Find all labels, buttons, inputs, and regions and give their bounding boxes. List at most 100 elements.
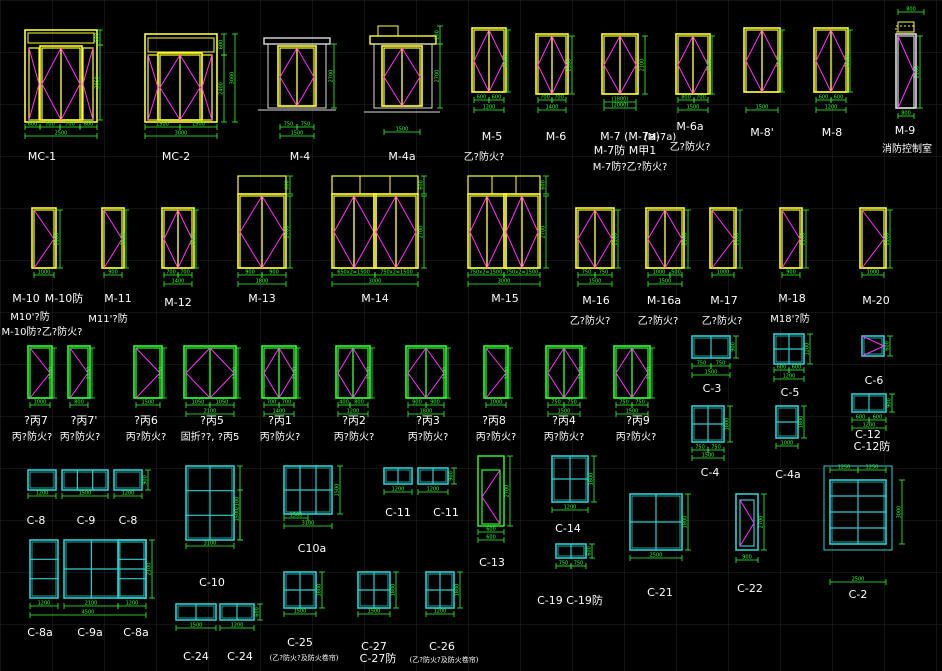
dim-text: 2100 [505, 367, 511, 380]
door-label-P7p: ?丙7' [71, 414, 98, 427]
note-n_p6: 丙?防火? [126, 430, 167, 443]
dim-text: 1500 [626, 409, 639, 415]
dim-text: 1500 [290, 513, 303, 519]
swing-indicator [239, 195, 263, 269]
door-label-P9: ?丙9 [626, 414, 650, 427]
dim-text: 1200 [36, 491, 49, 497]
note-n_p8: 丙?防火? [476, 430, 517, 443]
note-n_m11: M11'?防 [88, 312, 127, 325]
dim-text: 600 [84, 122, 94, 128]
dim-text: 700 [45, 122, 55, 128]
dim-text: 1800 [420, 409, 433, 415]
dim-text: 2700 [419, 226, 425, 239]
swing-indicator [263, 347, 280, 399]
drawings-layer [24, 9, 925, 631]
dim-text: 2100 [707, 59, 713, 72]
door-label-C-9: C-9 [77, 514, 96, 527]
door-label-P6: ?丙6 [134, 414, 158, 427]
dim-text: 1500 [335, 484, 341, 497]
dim-text: 1800 [725, 418, 731, 431]
dim-text: 1200 [434, 609, 447, 615]
swing-indicator [563, 347, 581, 399]
dim-text: 400 [339, 400, 349, 406]
dim-text: 900 [887, 398, 893, 408]
door-label-M-7b: M-7防 M甲1 [594, 143, 656, 157]
swing-indicator [163, 209, 179, 269]
dim-text: 2100 [443, 367, 449, 380]
dim-text: 2400 [219, 82, 225, 95]
door-label-M-15: M-15 [491, 292, 518, 305]
swing-indicator [209, 347, 235, 399]
surround [823, 465, 893, 551]
dim-text: 1200 [38, 601, 51, 607]
door-label-C-4: C-4 [701, 466, 720, 479]
door-label-M-12: M-12 [164, 296, 191, 309]
dim-text: 1500 [558, 409, 571, 415]
dim-text: 2100 [121, 233, 127, 246]
dim-text: 200 [435, 30, 441, 40]
dim-text: 1000 [781, 441, 794, 447]
dim-text: 750 [619, 400, 629, 406]
dim-text: 3100 [302, 521, 315, 527]
swing-indicator [279, 47, 298, 107]
swing-indicator [28, 47, 40, 121]
dim-text: 700 [267, 400, 277, 406]
window-frame [735, 493, 759, 551]
dim-text: 750 [711, 445, 721, 451]
note-n_m6a: 乙?防火? [670, 140, 711, 153]
door-label-M-18: M-18 [778, 292, 805, 305]
swing-indicator [41, 47, 62, 121]
dim-text: 2100 [801, 233, 807, 246]
swing-indicator [383, 47, 403, 107]
swing-indicator [594, 209, 613, 269]
dim-text: 600 [885, 341, 891, 351]
dim-text: 700 [282, 400, 292, 406]
swing-indicator [897, 35, 915, 109]
note-n_p1: 丙?防火? [260, 430, 301, 443]
window-frame [27, 469, 57, 491]
dim-text: 700 [180, 270, 190, 276]
dim-text: 1200 [483, 105, 496, 111]
swing-indicator [395, 195, 417, 269]
swing-indicator [29, 347, 51, 399]
dim-text: 2700 [285, 226, 291, 239]
note-n_c25: (乙?防火?及防火卷帘) [270, 653, 339, 662]
swing-indicator [647, 209, 666, 269]
door-label-M-8p: M-8' [750, 126, 773, 139]
swing-indicator [664, 209, 683, 269]
note-n_m17: 乙?防火? [702, 314, 743, 327]
door-label-C-27: C-27 [361, 640, 387, 653]
dim-text: 2100 [640, 59, 646, 72]
note-n_p2: 丙?防火? [334, 430, 375, 443]
swing-indicator [488, 29, 505, 93]
dim-text: 2100 [55, 233, 61, 246]
door-label-M-7a: (M-7a) [644, 132, 677, 143]
dim-text: 800 [74, 400, 84, 406]
dim-text: 700 [696, 95, 706, 101]
swing-indicator [201, 54, 213, 121]
dim-text: 1000 [490, 400, 503, 406]
dim-text: 800 [681, 95, 691, 101]
swing-indicator [60, 47, 81, 121]
window-inner [29, 471, 55, 489]
dim-text: 2100 [159, 367, 165, 380]
dim-text: 2100 [147, 563, 153, 576]
dim-text: 1500 [368, 609, 381, 615]
door-frame-MC-1 [24, 29, 98, 123]
dim-text: 750 [582, 270, 592, 276]
door-label-C-25: C-25 [287, 636, 313, 649]
swing-indicator [781, 209, 801, 269]
door-label-C-24a: C-24 [183, 650, 209, 663]
door-label-M-11: M-11 [104, 292, 131, 305]
dim-text: 1500 [756, 105, 769, 111]
dim-text: (2000) [612, 103, 629, 109]
dim-text: 800 [901, 111, 911, 117]
window-inner [115, 471, 141, 489]
dim-text: 600 [856, 415, 866, 421]
note-n_m10a: M10'?防 [10, 310, 49, 323]
note-n_c26: (乙?防火?及防火卷帘) [410, 655, 479, 664]
window-inner [863, 337, 883, 355]
door-label-C-12: C-12 [855, 428, 881, 441]
dim-text: 1500 [291, 131, 304, 137]
